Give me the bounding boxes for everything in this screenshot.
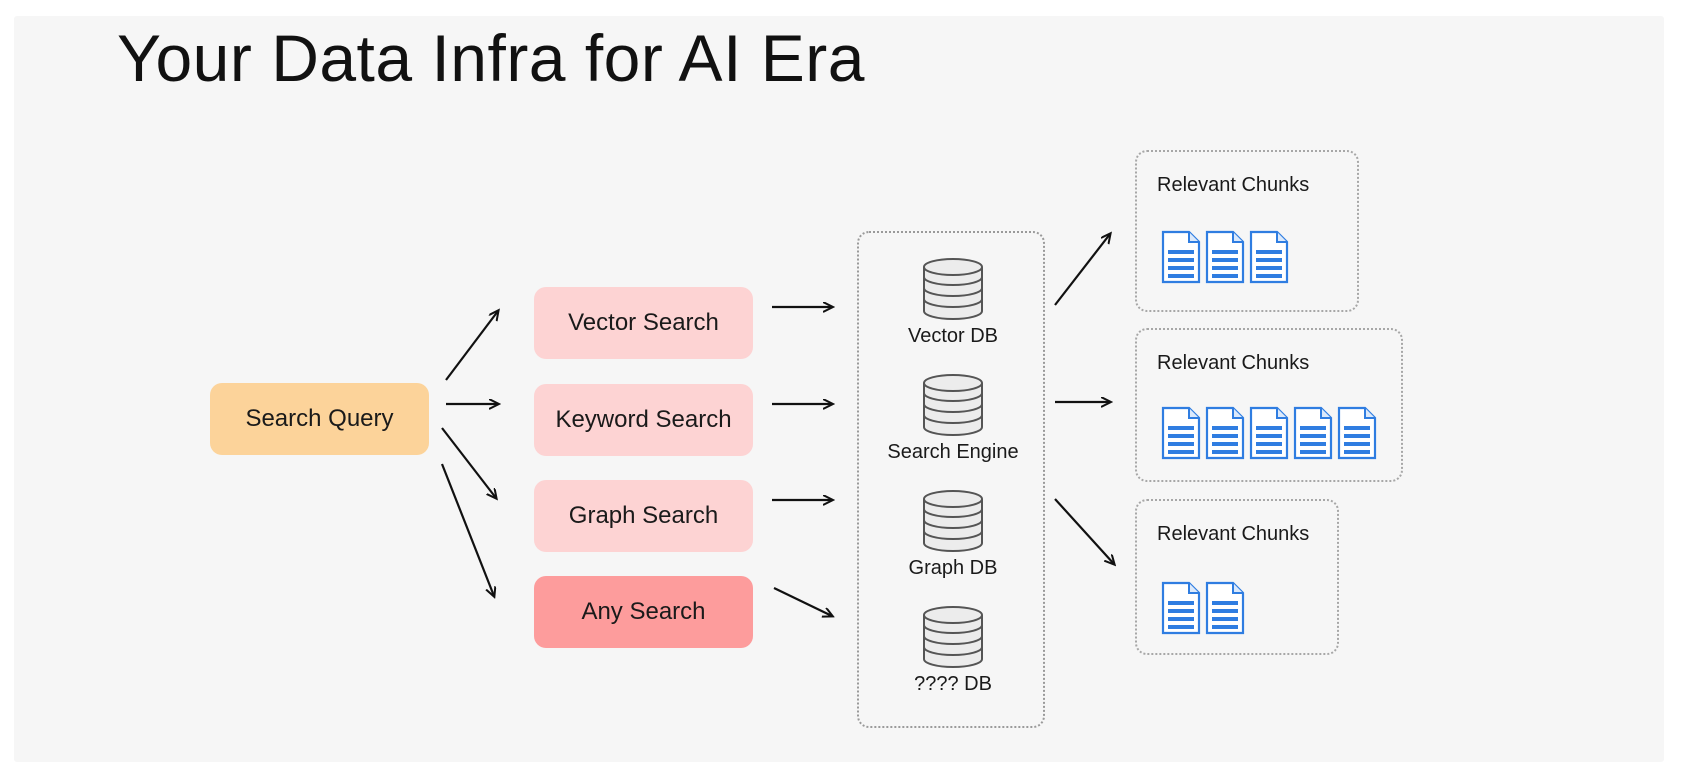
document-list	[1161, 581, 1245, 635]
arrow-query-to-graph	[441, 427, 496, 498]
chunk-group-title: Relevant Chunks	[1157, 352, 1310, 374]
graph-db-label: Graph DB	[908, 557, 998, 579]
graph-db: Graph DB	[859, 487, 1047, 580]
unknown-db-label: ???? DB	[914, 673, 992, 695]
slide: Your Data Infra for AI Era Search Query …	[14, 16, 1664, 762]
arrow-query-to-vector	[445, 311, 498, 381]
arrow-db-to-chunks-1	[1054, 234, 1110, 306]
database-icon	[923, 606, 983, 668]
search-query-box: Search Query	[210, 383, 429, 455]
arrow-query-to-any	[440, 463, 494, 596]
search-engine-db: Search Engine	[859, 371, 1047, 464]
document-icon	[1205, 581, 1245, 635]
document-list	[1161, 406, 1377, 460]
document-icon	[1337, 406, 1377, 460]
vector-search-box: Vector Search	[534, 287, 753, 359]
any-search-box: Any Search	[534, 576, 753, 648]
unknown-db: ???? DB	[859, 603, 1047, 696]
relevant-chunks-group-3: Relevant Chunks	[1135, 499, 1339, 655]
database-icon	[923, 258, 983, 320]
flow-arrows	[440, 16, 1664, 762]
relevant-chunks-group-2: Relevant Chunks	[1135, 328, 1403, 482]
document-list	[1161, 230, 1289, 284]
document-icon	[1205, 406, 1245, 460]
document-icon	[1205, 230, 1245, 284]
arrow-any-to-db	[773, 587, 832, 616]
search-engine-label: Search Engine	[887, 441, 1019, 463]
graph-search-box: Graph Search	[534, 480, 753, 552]
vector-db-label: Vector DB	[907, 325, 999, 347]
chunk-group-title: Relevant Chunks	[1157, 174, 1310, 196]
database-icon	[923, 374, 983, 436]
vector-db: Vector DB	[859, 255, 1047, 348]
relevant-chunks-group-1: Relevant Chunks	[1135, 150, 1359, 312]
database-icon	[923, 490, 983, 552]
arrow-db-to-chunks-3	[1054, 498, 1114, 564]
database-group: Vector DB Search Engine Graph DB ???? DB	[857, 231, 1045, 728]
document-icon	[1161, 230, 1201, 284]
document-icon	[1249, 230, 1289, 284]
chunk-group-title: Relevant Chunks	[1157, 523, 1310, 545]
document-icon	[1161, 406, 1201, 460]
page-title: Your Data Infra for AI Era	[117, 21, 865, 95]
document-icon	[1161, 581, 1201, 635]
document-icon	[1249, 406, 1289, 460]
keyword-search-box: Keyword Search	[534, 384, 753, 456]
document-icon	[1293, 406, 1333, 460]
